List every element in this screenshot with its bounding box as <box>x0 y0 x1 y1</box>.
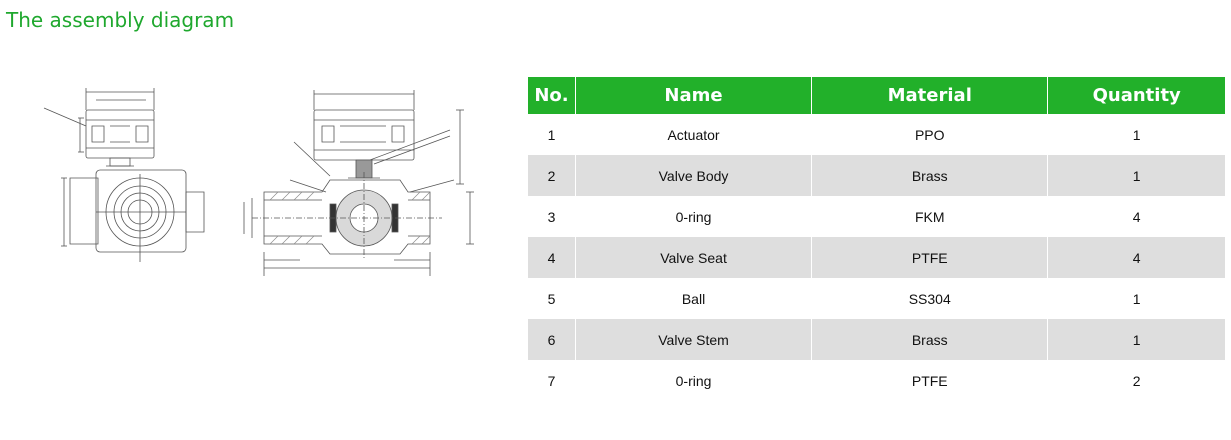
cell-no: 7 <box>547 372 556 389</box>
cell-no: 4 <box>528 237 575 278</box>
cell-name: Valve Stem <box>575 319 812 360</box>
header-no: No. <box>528 77 575 114</box>
cell-no: 1 <box>547 126 556 143</box>
page-title: The assembly diagram <box>6 8 235 32</box>
table-row: 1 Actuator PPO 1 <box>528 114 1225 155</box>
cell-quantity: 1 <box>1132 290 1141 307</box>
table-row: 4 Valve Seat PTFE 4 <box>528 237 1225 278</box>
table-row: 7 0-ring PTFE 2 <box>528 360 1225 401</box>
cell-name: Actuator <box>667 126 720 143</box>
table-header-row: No. Name Material Quantity <box>528 77 1225 114</box>
cell-material: PTFE <box>911 372 948 389</box>
cell-quantity: 1 <box>1048 319 1225 360</box>
cell-material: PTFE <box>812 237 1048 278</box>
front-view <box>44 88 204 262</box>
cell-no: 5 <box>547 290 556 307</box>
table-row: 5 Ball SS304 1 <box>528 278 1225 319</box>
cell-material: Brass <box>812 155 1048 196</box>
cell-material: SS304 <box>908 290 951 307</box>
cell-no: 6 <box>528 319 575 360</box>
cell-material: PPO <box>914 126 945 143</box>
cell-quantity: 2 <box>1132 372 1141 389</box>
table-row: 6 Valve Stem Brass 1 <box>528 319 1225 360</box>
cell-no: 3 <box>547 208 556 225</box>
table-row: 3 0-ring FKM 4 <box>528 196 1225 237</box>
cell-no: 2 <box>528 155 575 196</box>
cell-quantity: 1 <box>1048 155 1225 196</box>
table-row: 2 Valve Body Brass 1 <box>528 155 1225 196</box>
cell-material: Brass <box>812 319 1048 360</box>
assembly-drawing <box>30 80 490 280</box>
cell-quantity: 4 <box>1132 208 1141 225</box>
cell-name: Valve Seat <box>575 237 812 278</box>
cell-quantity: 1 <box>1132 126 1141 143</box>
header-name: Name <box>575 77 812 114</box>
section-view <box>244 90 474 276</box>
cell-name: 0-ring <box>675 208 712 225</box>
cell-name: Valve Body <box>575 155 812 196</box>
header-quantity: Quantity <box>1048 77 1225 114</box>
parts-table: No. Name Material Quantity 1 Actuator PP… <box>527 77 1226 401</box>
cell-material: FKM <box>914 208 945 225</box>
cell-name: Ball <box>681 290 706 307</box>
cell-name: 0-ring <box>675 372 712 389</box>
cell-quantity: 4 <box>1048 237 1225 278</box>
header-material: Material <box>812 77 1048 114</box>
